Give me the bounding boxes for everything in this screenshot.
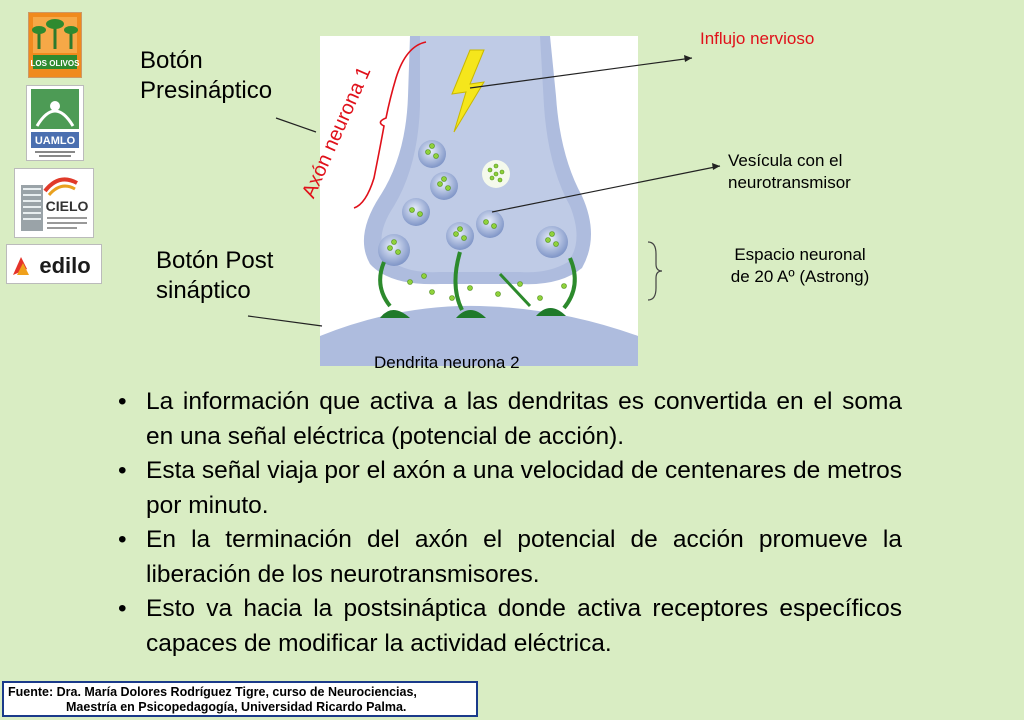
bullet-item: La información que activa a las dendrita… bbox=[116, 385, 902, 454]
influx-label-text: Influjo nervioso bbox=[700, 29, 815, 48]
space-label-line2: de 20 Aº (Astrong) bbox=[730, 267, 870, 286]
presynaptic-label-line2: Presináptico bbox=[140, 77, 273, 104]
bullet-list: La información que activa a las dendrita… bbox=[116, 385, 902, 661]
bullet-item: Esto va hacia la postsináptica donde act… bbox=[116, 592, 902, 661]
axon-brace bbox=[353, 41, 427, 209]
postsynaptic-label-line2: sináptico bbox=[156, 277, 251, 304]
vesicle-label: Vesícula con el neurotransmisor bbox=[728, 150, 851, 194]
source-line1: Fuente: Dra. María Dolores Rodríguez Tig… bbox=[8, 685, 417, 699]
cielo-logo-text: CIELO bbox=[46, 198, 89, 214]
bullet-item: Esta señal viaja por el axón a una veloc… bbox=[116, 454, 902, 523]
source-line2: Maestría en Psicopedagogía, Universidad … bbox=[66, 700, 407, 714]
los-olivos-logo: LOS OLIVOS bbox=[28, 12, 82, 78]
space-label: Espacio neuronal de 20 Aº (Astrong) bbox=[700, 244, 900, 288]
source-box: Fuente: Dra. María Dolores Rodríguez Tig… bbox=[2, 681, 478, 717]
edilo-logo: edilo bbox=[6, 244, 102, 284]
uamlo-logo: UAMLO bbox=[26, 85, 84, 161]
dendrite-label: Dendrita neurona 2 bbox=[374, 352, 520, 374]
uamlo-logo-text: UAMLO bbox=[35, 135, 76, 147]
synapse-illustration bbox=[320, 36, 638, 366]
vesicle-label-line2: neurotransmisor bbox=[728, 173, 851, 192]
influx-label: Influjo nervioso bbox=[700, 28, 814, 50]
edilo-logo-text: edilo bbox=[39, 253, 90, 278]
postsynaptic-label: Botón Post sináptico bbox=[156, 246, 273, 306]
presynaptic-label: Botón Presináptico bbox=[140, 46, 272, 106]
space-brace bbox=[647, 241, 663, 301]
vesicle-label-line1: Vesícula con el bbox=[728, 151, 843, 170]
dendrite-label-text: Dendrita neurona 2 bbox=[374, 353, 520, 372]
space-label-line1: Espacio neuronal bbox=[734, 245, 866, 264]
cielo-logo: CIELO bbox=[14, 168, 94, 238]
bullet-item: En la terminación del axón el potencial … bbox=[116, 523, 902, 592]
postsynaptic-label-line1: Botón Post bbox=[156, 247, 274, 274]
los-olivos-logo-text: LOS OLIVOS bbox=[31, 59, 81, 68]
presynaptic-label-line1: Botón bbox=[140, 47, 203, 74]
